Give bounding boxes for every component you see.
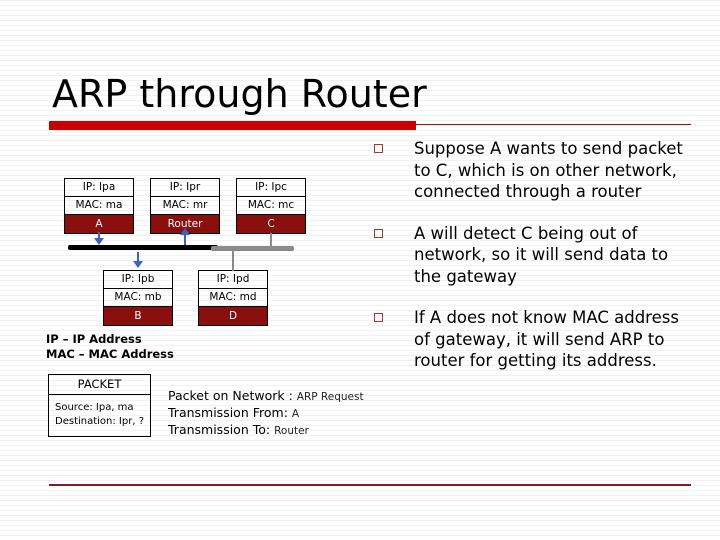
packet-status-network-label: Packet on Network : [168, 388, 293, 403]
node-c: IP: Ipc MAC: mc C [236, 178, 306, 234]
packet-status-network-value: ARP Request [296, 391, 364, 403]
hollow-square-bullet-icon [374, 313, 383, 322]
bullet-list: Suppose A wants to send packet to C, whi… [368, 138, 694, 392]
connector-c-to-bus [270, 233, 272, 248]
node-router-ip: IP: Ipr [151, 179, 219, 197]
arrow-bus-to-router-stem [184, 235, 186, 245]
packet-box-title: PACKET [49, 375, 150, 395]
diagram-legend: IP – IP Address MAC – MAC Address [46, 332, 174, 362]
node-router-name: Router [151, 215, 219, 233]
node-d-mac: MAC: md [199, 289, 267, 307]
packet-status-to: Transmission To: Router [168, 422, 364, 439]
packet-status-from-label: Transmission From: [168, 405, 288, 420]
legend-line-ip: IP – IP Address [46, 332, 142, 346]
node-b: IP: Ipb MAC: mb B [103, 270, 173, 326]
bottom-rule [49, 484, 691, 486]
node-d: IP: Ipd MAC: md D [198, 270, 268, 326]
packet-box-body: Source: Ipa, ma Destination: Ipr, ? [49, 395, 150, 436]
network-bus-right [211, 246, 294, 251]
packet-status-to-label: Transmission To: [168, 422, 271, 437]
arrow-bus-to-router-head-icon [180, 228, 190, 235]
packet-box: PACKET Source: Ipa, ma Destination: Ipr,… [48, 374, 151, 437]
packet-status: Packet on Network : ARP Request Transmis… [168, 388, 364, 439]
node-c-name: C [237, 215, 305, 233]
node-a-ip: IP: Ipa [65, 179, 133, 197]
connector-d-to-bus [232, 248, 234, 271]
packet-destination: Destination: Ipr, ? [55, 416, 145, 427]
node-router: IP: Ipr MAC: mr Router [150, 178, 220, 234]
node-a-mac: MAC: ma [65, 197, 133, 215]
packet-status-from: Transmission From: A [168, 405, 364, 422]
legend-line-mac: MAC – MAC Address [46, 347, 174, 361]
node-b-ip: IP: Ipb [104, 271, 172, 289]
packet-status-network: Packet on Network : ARP Request [168, 388, 364, 405]
bullet-item-2-text: A will detect C being out of network, so… [414, 223, 669, 286]
node-c-ip: IP: Ipc [237, 179, 305, 197]
page-title: ARP through Router [52, 72, 427, 116]
network-bus-left [68, 245, 218, 250]
title-rule-thick [49, 121, 416, 130]
bullet-item-2: A will detect C being out of network, so… [368, 223, 694, 288]
bullet-item-3: If A does not know MAC address of gatewa… [368, 307, 694, 372]
bullet-item-1: Suppose A wants to send packet to C, whi… [368, 138, 694, 203]
node-b-name: B [104, 307, 172, 325]
node-a-name: A [65, 215, 133, 233]
arrow-bus-to-b-stem [137, 252, 139, 262]
node-d-name: D [199, 307, 267, 325]
node-c-mac: MAC: mc [237, 197, 305, 215]
bullet-item-3-text: If A does not know MAC address of gatewa… [414, 308, 679, 370]
packet-status-to-value: Router [274, 425, 309, 437]
node-a: IP: Ipa MAC: ma A [64, 178, 134, 234]
arrow-bus-to-b-head-icon [133, 261, 143, 268]
node-router-mac: MAC: mr [151, 197, 219, 215]
packet-source: Source: Ipa, ma [55, 402, 134, 413]
packet-status-from-value: A [291, 408, 300, 420]
arrow-a-to-bus-stem [98, 232, 100, 240]
bullet-item-1-text: Suppose A wants to send packet to C, whi… [414, 139, 683, 201]
network-diagram: IP: Ipa MAC: ma A IP: Ipr MAC: mr Router… [0, 0, 370, 460]
hollow-square-bullet-icon [374, 228, 383, 238]
node-b-mac: MAC: mb [104, 289, 172, 307]
arrow-a-to-bus-head-icon [94, 238, 104, 245]
node-d-ip: IP: Ipd [199, 271, 267, 289]
hollow-square-bullet-icon [374, 144, 383, 153]
